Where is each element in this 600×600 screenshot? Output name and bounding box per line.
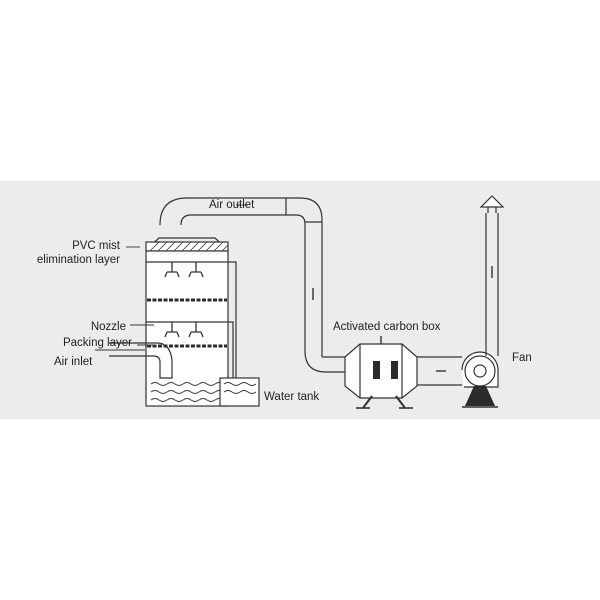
pvc-mist-eliminator-hatch [145,241,229,252]
air-inlet-label: Air inlet [54,356,93,368]
nozzle-label: Nozzle [90,321,126,333]
scrubber-tower [95,237,237,407]
leader-lines [126,204,248,346]
packing-layer-label: Packing layer [62,337,132,349]
sump-water-waves [150,382,224,402]
air-outlet-label: Air outlet [209,199,255,211]
air-outlet-duct [159,197,350,373]
fan-label: Fan [512,352,532,364]
elimination-layer-label: elimination layer [36,254,120,266]
activated-carbon-box [344,336,418,409]
fan-inlet-duct [417,356,462,386]
activated-carbon-box-label: Activated carbon box [333,321,441,333]
spray-nozzles-upper [164,262,204,278]
pvc-mist-label: PVC mist [72,240,120,252]
water-tank-label: Water tank [264,391,320,403]
spray-nozzles-lower [164,322,204,338]
exhaust-stack [479,195,505,356]
water-tank [219,377,260,407]
background-band [0,181,600,419]
fan [461,351,499,408]
